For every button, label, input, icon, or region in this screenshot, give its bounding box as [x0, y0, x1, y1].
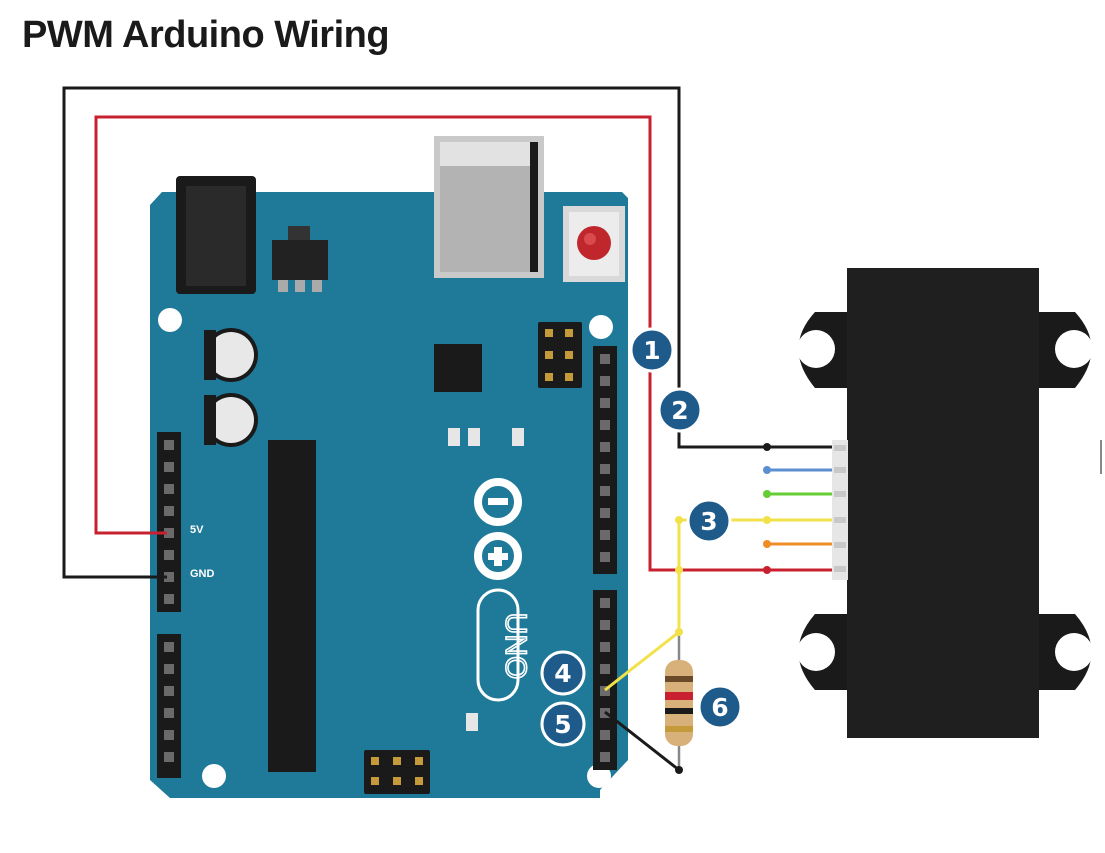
led	[512, 428, 524, 446]
atmega-chip	[268, 440, 316, 772]
reset-button	[563, 206, 625, 282]
capacitor	[204, 393, 258, 447]
callout-3: 3	[686, 498, 732, 544]
uno-badge: UNO	[476, 588, 533, 702]
callout-6: 6	[697, 684, 743, 730]
mounting-hole	[589, 315, 613, 339]
wire-gnd-black	[62, 86, 832, 579]
mounting-hole	[158, 308, 182, 332]
power-header	[157, 432, 181, 612]
mounting-hole	[1055, 330, 1093, 368]
callout-4: 4	[540, 650, 586, 696]
lidar-sensor	[797, 268, 1093, 738]
page-title: PWM Arduino Wiring	[22, 14, 390, 56]
pin-label-5v: 5V	[190, 524, 204, 536]
svg-text:1: 1	[643, 336, 660, 365]
mounting-hole	[202, 764, 226, 788]
digital-header-upper	[593, 346, 617, 574]
digital-header-lower	[593, 590, 617, 770]
callout-1: 1	[629, 327, 675, 373]
sensor-connector	[832, 440, 848, 580]
voltage-regulator	[272, 226, 328, 292]
power-jack	[176, 176, 256, 294]
analog-header	[157, 634, 181, 778]
capacitor	[204, 328, 258, 382]
board-model-label: UNO	[499, 613, 532, 680]
led	[448, 428, 460, 446]
svg-text:2: 2	[671, 396, 688, 425]
arduino-board: UNO 5V GND	[150, 136, 628, 798]
led	[466, 713, 478, 731]
svg-text:5: 5	[554, 710, 571, 739]
arduino-logo	[474, 478, 522, 580]
mounting-hole	[797, 330, 835, 368]
svg-text:4: 4	[554, 659, 571, 688]
edge-mark	[1100, 440, 1102, 474]
resistor	[665, 660, 693, 746]
usb-chip	[434, 344, 482, 392]
wire-trigger-black	[604, 710, 680, 772]
led	[468, 428, 480, 446]
usb-connector	[434, 136, 544, 278]
pin-label-gnd: GND	[190, 568, 215, 580]
svg-text:6: 6	[711, 693, 728, 722]
mounting-hole	[797, 633, 835, 671]
wire-pwm-yellow	[604, 518, 832, 692]
icsp-header	[364, 750, 430, 794]
icsp-header	[538, 322, 582, 388]
sensor-body	[847, 268, 1039, 738]
mounting-hole	[1055, 633, 1093, 671]
callout-5: 5	[540, 701, 586, 747]
callout-2: 2	[657, 387, 703, 433]
svg-text:3: 3	[700, 507, 717, 536]
wire-junctions	[675, 443, 771, 774]
